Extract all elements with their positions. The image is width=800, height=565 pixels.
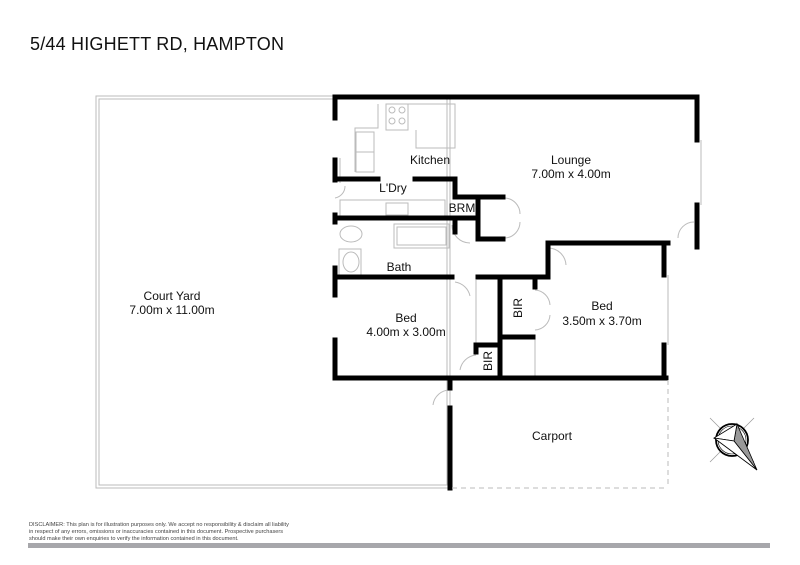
room-label-carport: Carport — [532, 429, 573, 443]
walls — [332, 94, 700, 491]
carport-boundary — [452, 380, 669, 489]
room-size-court-yard: 7.00m x 11.00m — [129, 303, 214, 317]
room-size-bed-2: 3.50m x 3.70m — [562, 314, 641, 328]
property-address-title: 5/44 HIGHETT RD, HAMPTON — [30, 34, 285, 54]
room-label-bed-1: Bed — [395, 311, 416, 325]
court-yard-boundary — [95, 95, 451, 489]
north-compass-icon — [709, 417, 758, 471]
room-label-bir-2: BIR — [511, 298, 525, 318]
room-label-lounge: Lounge — [551, 153, 591, 167]
room-label-laundry: L'Dry — [379, 181, 407, 195]
fixtures — [334, 103, 702, 406]
room-label-court-yard: Court Yard — [144, 289, 201, 303]
room-size-lounge: 7.00m x 4.00m — [531, 167, 610, 181]
footer-bar — [28, 543, 770, 548]
room-label-bed-2: Bed — [591, 299, 612, 313]
room-label-kitchen: Kitchen — [410, 153, 450, 167]
disclaimer-text: DISCLAIMER: This plan is for illustratio… — [29, 522, 289, 542]
room-label-brm: BRM — [449, 201, 476, 215]
room-label-bir-1: BIR — [481, 351, 495, 371]
room-size-bed-1: 4.00m x 3.00m — [366, 325, 445, 339]
room-label-bath: Bath — [387, 260, 412, 274]
